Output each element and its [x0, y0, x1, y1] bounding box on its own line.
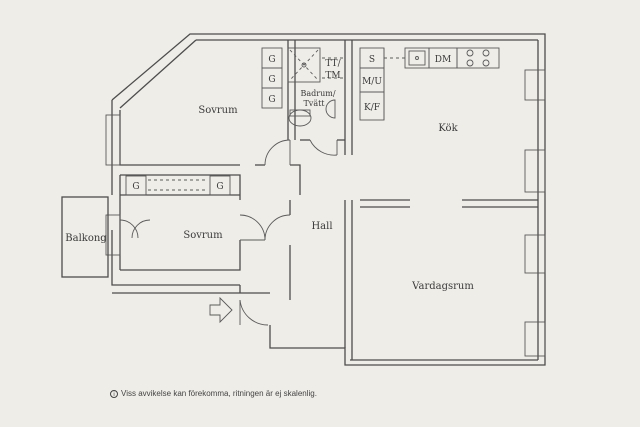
windows — [105, 69, 546, 357]
wardrobes — [125, 47, 283, 196]
microwave-oven-tag: M/U — [362, 77, 382, 87]
room-label-balkong: Balkong — [65, 233, 107, 244]
room-label-sovrum-top: Sovrum — [198, 105, 238, 116]
balcony-outline — [61, 196, 109, 278]
room-label-kok: Kök — [438, 123, 458, 134]
wardrobe-tag-1: G — [268, 55, 275, 65]
interior-walls — [120, 40, 538, 360]
room-label-hall: Hall — [311, 221, 332, 232]
fridge-freezer-tag: K/F — [364, 103, 380, 113]
footnote-text: Viss avvikelse kan förekomma, ritningen … — [121, 389, 317, 398]
room-label-tvatt: Tvätt — [303, 99, 325, 108]
footnote: i Viss avvikelse kan förekomma, ritninge… — [110, 389, 317, 398]
room-label-vardagsrum: Vardagsrum — [411, 281, 474, 292]
kitchen-fixtures — [359, 47, 500, 121]
washer-tag: TT/ — [325, 59, 341, 69]
wardrobe-tag-5: G — [216, 182, 223, 192]
doors — [119, 139, 338, 326]
room-label-sovrum-mid: Sovrum — [183, 230, 223, 241]
sink-tag: S — [369, 55, 375, 65]
wardrobe-tag-4: G — [132, 182, 139, 192]
dishwasher-tag: DM — [435, 55, 451, 65]
entrance-arrow-icon — [209, 296, 233, 324]
info-icon: i — [110, 389, 118, 398]
bathroom-fixtures — [287, 47, 345, 127]
wardrobe-tag-3: G — [268, 95, 275, 105]
room-label-badrum: Badrum/ — [300, 89, 335, 98]
dryer-tag: TM — [325, 71, 340, 81]
wardrobe-tag-2: G — [268, 75, 275, 85]
